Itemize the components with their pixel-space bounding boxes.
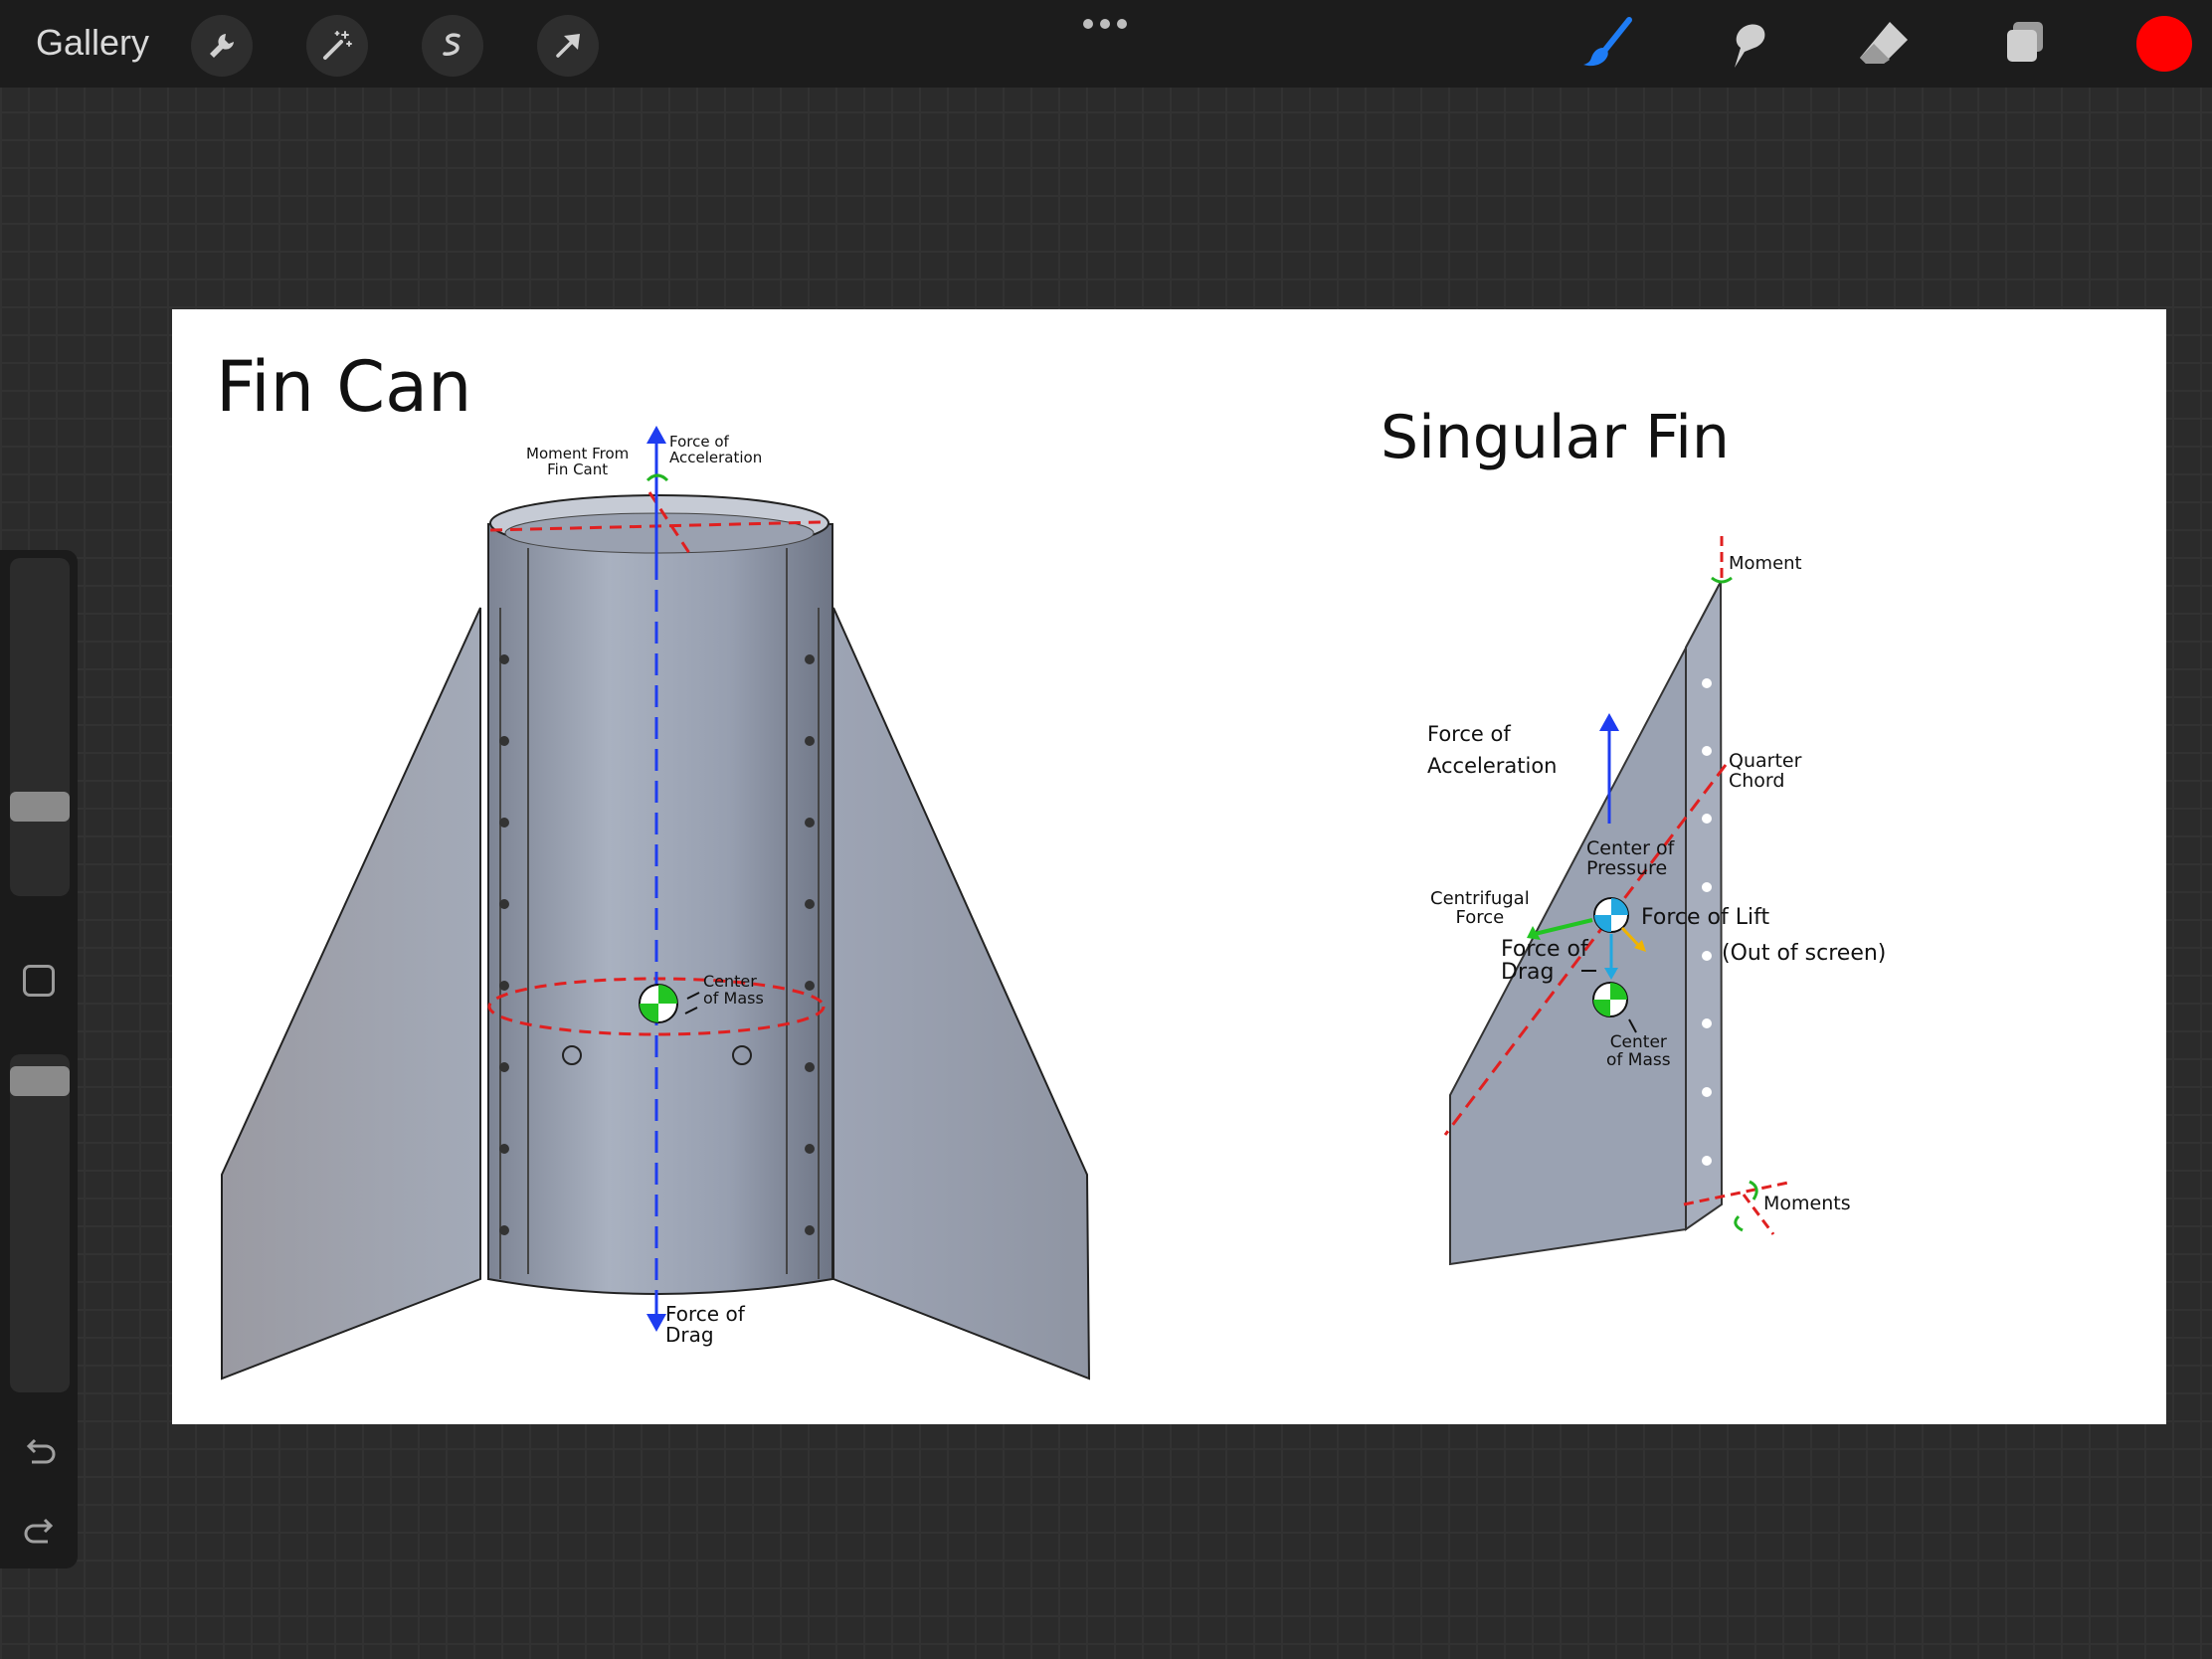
fin-can-drawing: [221, 426, 1091, 1381]
fin-com-label: Center of Mass: [1606, 1032, 1671, 1070]
top-toolbar: Gallery: [0, 0, 2212, 88]
eraser-icon[interactable]: [1852, 14, 1916, 74]
drawing-canvas[interactable]: Fin Can Moment From Fin Cant Force of Ac…: [172, 309, 2166, 1424]
layers-icon[interactable]: [1993, 14, 2057, 74]
brush-size-thumb[interactable]: [10, 792, 70, 822]
fin-can-accel-label: Force of Acceleration: [669, 433, 763, 466]
fin-can-drag-label: Force of Drag: [665, 1302, 745, 1347]
opacity-thumb[interactable]: [10, 1066, 70, 1096]
fin-moments-label: Moments: [1763, 1193, 1851, 1214]
fin-can-title: Fin Can: [216, 346, 472, 428]
gallery-button[interactable]: Gallery: [36, 22, 150, 63]
smudge-icon[interactable]: [1713, 14, 1776, 74]
right-fin: [832, 607, 1091, 1381]
force-of-lift-label: Force of Lift: [1641, 905, 1770, 930]
fin-can-moment-label: Moment From Fin Cant: [526, 445, 630, 478]
square-modify-icon[interactable]: [23, 965, 55, 997]
tube-body: [487, 523, 833, 1295]
canvas-artwork: [221, 426, 1789, 1381]
center-of-pressure-label: Center of Pressure: [1586, 837, 1675, 879]
brush-size-slider[interactable]: [10, 558, 70, 896]
fin-drag-label: Force of Drag: [1501, 937, 1588, 986]
centrifugal-force-label: Centrifugal Force: [1430, 888, 1530, 928]
undo-icon[interactable]: [20, 1432, 60, 1472]
lift-note-label: (Out of screen): [1722, 941, 1887, 966]
fin-moment-label: Moment: [1729, 553, 1802, 574]
selection-icon[interactable]: [422, 15, 483, 77]
left-fin: [221, 607, 481, 1381]
quarter-chord-label: Quarter Chord: [1729, 750, 1802, 792]
magic-wand-icon[interactable]: [306, 15, 368, 77]
fin-can-com-label: Center of Mass: [703, 972, 764, 1008]
brush-icon[interactable]: [1575, 14, 1639, 74]
more-dots-icon[interactable]: [1082, 18, 1128, 30]
redo-icon[interactable]: [20, 1512, 60, 1552]
transform-arrow-icon[interactable]: [537, 15, 599, 77]
wrench-icon[interactable]: [191, 15, 253, 77]
singular-fin-drawing: [1443, 536, 1789, 1266]
color-swatch[interactable]: [2136, 16, 2192, 72]
left-sidebar: [0, 550, 78, 1568]
singular-fin-title: Singular Fin: [1381, 403, 1730, 472]
opacity-slider[interactable]: [10, 1054, 70, 1392]
fin-accel-label: Force of Acceleration: [1427, 722, 1558, 778]
